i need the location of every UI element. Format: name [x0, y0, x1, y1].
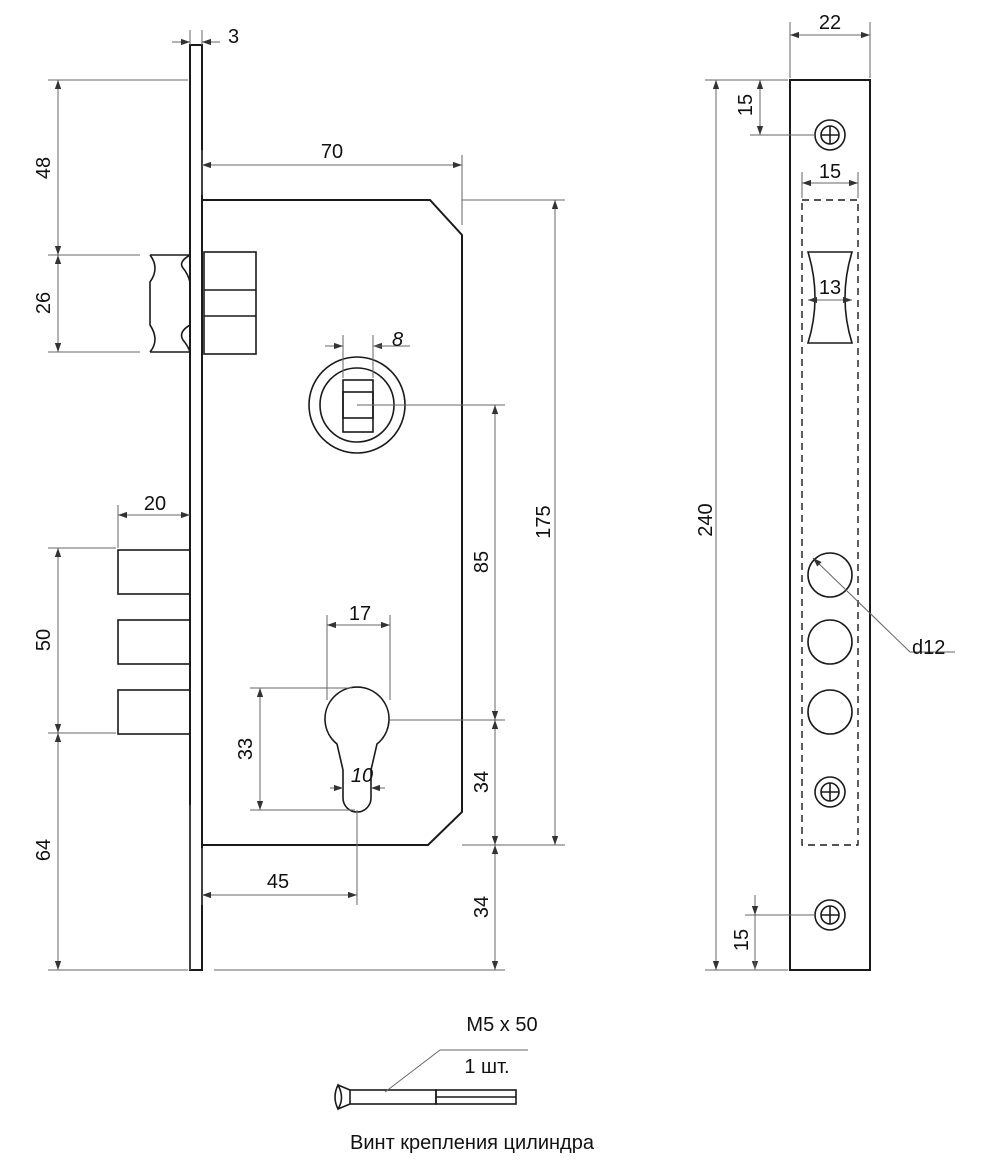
dim-faceplate-thickness: 3 — [228, 26, 239, 48]
side-view: 22 240 15 15 15 13 d12 — [695, 12, 955, 971]
screw-caption: Винт крепления цилиндра — [350, 1132, 595, 1154]
body-hidden-outline — [801, 199, 859, 846]
dim-bottom-to-bolt: 64 — [33, 839, 55, 861]
dim-body-to-plate-end: 34 — [471, 896, 493, 918]
dim-bottom-screw-offset: 15 — [731, 929, 753, 951]
lock-body — [202, 199, 463, 846]
dead-bolts — [117, 549, 191, 735]
dim-faceplate-length: 240 — [695, 503, 717, 536]
cylinder-screw: M5 x 50 1 шт. Винт крепления цилиндра — [334, 1014, 595, 1154]
side-dimension-lines — [712, 31, 955, 970]
latch-bolt — [149, 251, 257, 355]
screw-size: M5 x 50 — [466, 1014, 537, 1036]
dim-top-screw-offset: 15 — [735, 94, 757, 116]
latch-window — [806, 251, 854, 344]
dim-latch-window-width: 13 — [819, 277, 841, 299]
screw-hole-bottom — [814, 899, 846, 931]
screw-hole-middle — [814, 776, 846, 808]
screw-quantity: 1 шт. — [464, 1056, 509, 1078]
dim-cylinder-height: 33 — [235, 738, 257, 760]
dim-faceplate-width: 22 — [819, 12, 841, 34]
dim-backset: 45 — [267, 871, 289, 893]
bolt-hole — [807, 619, 853, 665]
dim-cylinder-to-body: 34 — [471, 771, 493, 793]
dim-bolt-hole: d12 — [912, 637, 945, 659]
bolt-hole — [807, 689, 853, 735]
dim-spindle-square: 8 — [392, 329, 403, 351]
dim-body-height: 175 — [533, 505, 555, 538]
dim-cylinder-width: 17 — [349, 603, 371, 625]
dim-bolt-throw: 20 — [144, 493, 166, 515]
front-extension-lines — [48, 30, 565, 971]
side-extension-lines — [705, 22, 871, 971]
faceplate-front — [789, 79, 871, 971]
front-dimension-lines — [54, 38, 559, 970]
dim-top-to-latch: 48 — [33, 157, 55, 179]
screw-hole-top — [814, 119, 846, 151]
cylinder-cutout — [324, 686, 390, 813]
dim-window-width: 15 — [819, 161, 841, 183]
dim-latch-height: 26 — [33, 292, 55, 314]
dim-center-distance: 85 — [471, 551, 493, 573]
dim-cylinder-slot: 10 — [351, 765, 373, 787]
dim-bolt-height: 50 — [33, 629, 55, 651]
front-view: 3 70 48 26 8 20 50 64 17 33 10 45 85 175… — [33, 26, 565, 971]
dim-body-depth: 70 — [321, 141, 343, 163]
bolt-hole — [807, 552, 853, 598]
faceplate — [189, 44, 203, 971]
